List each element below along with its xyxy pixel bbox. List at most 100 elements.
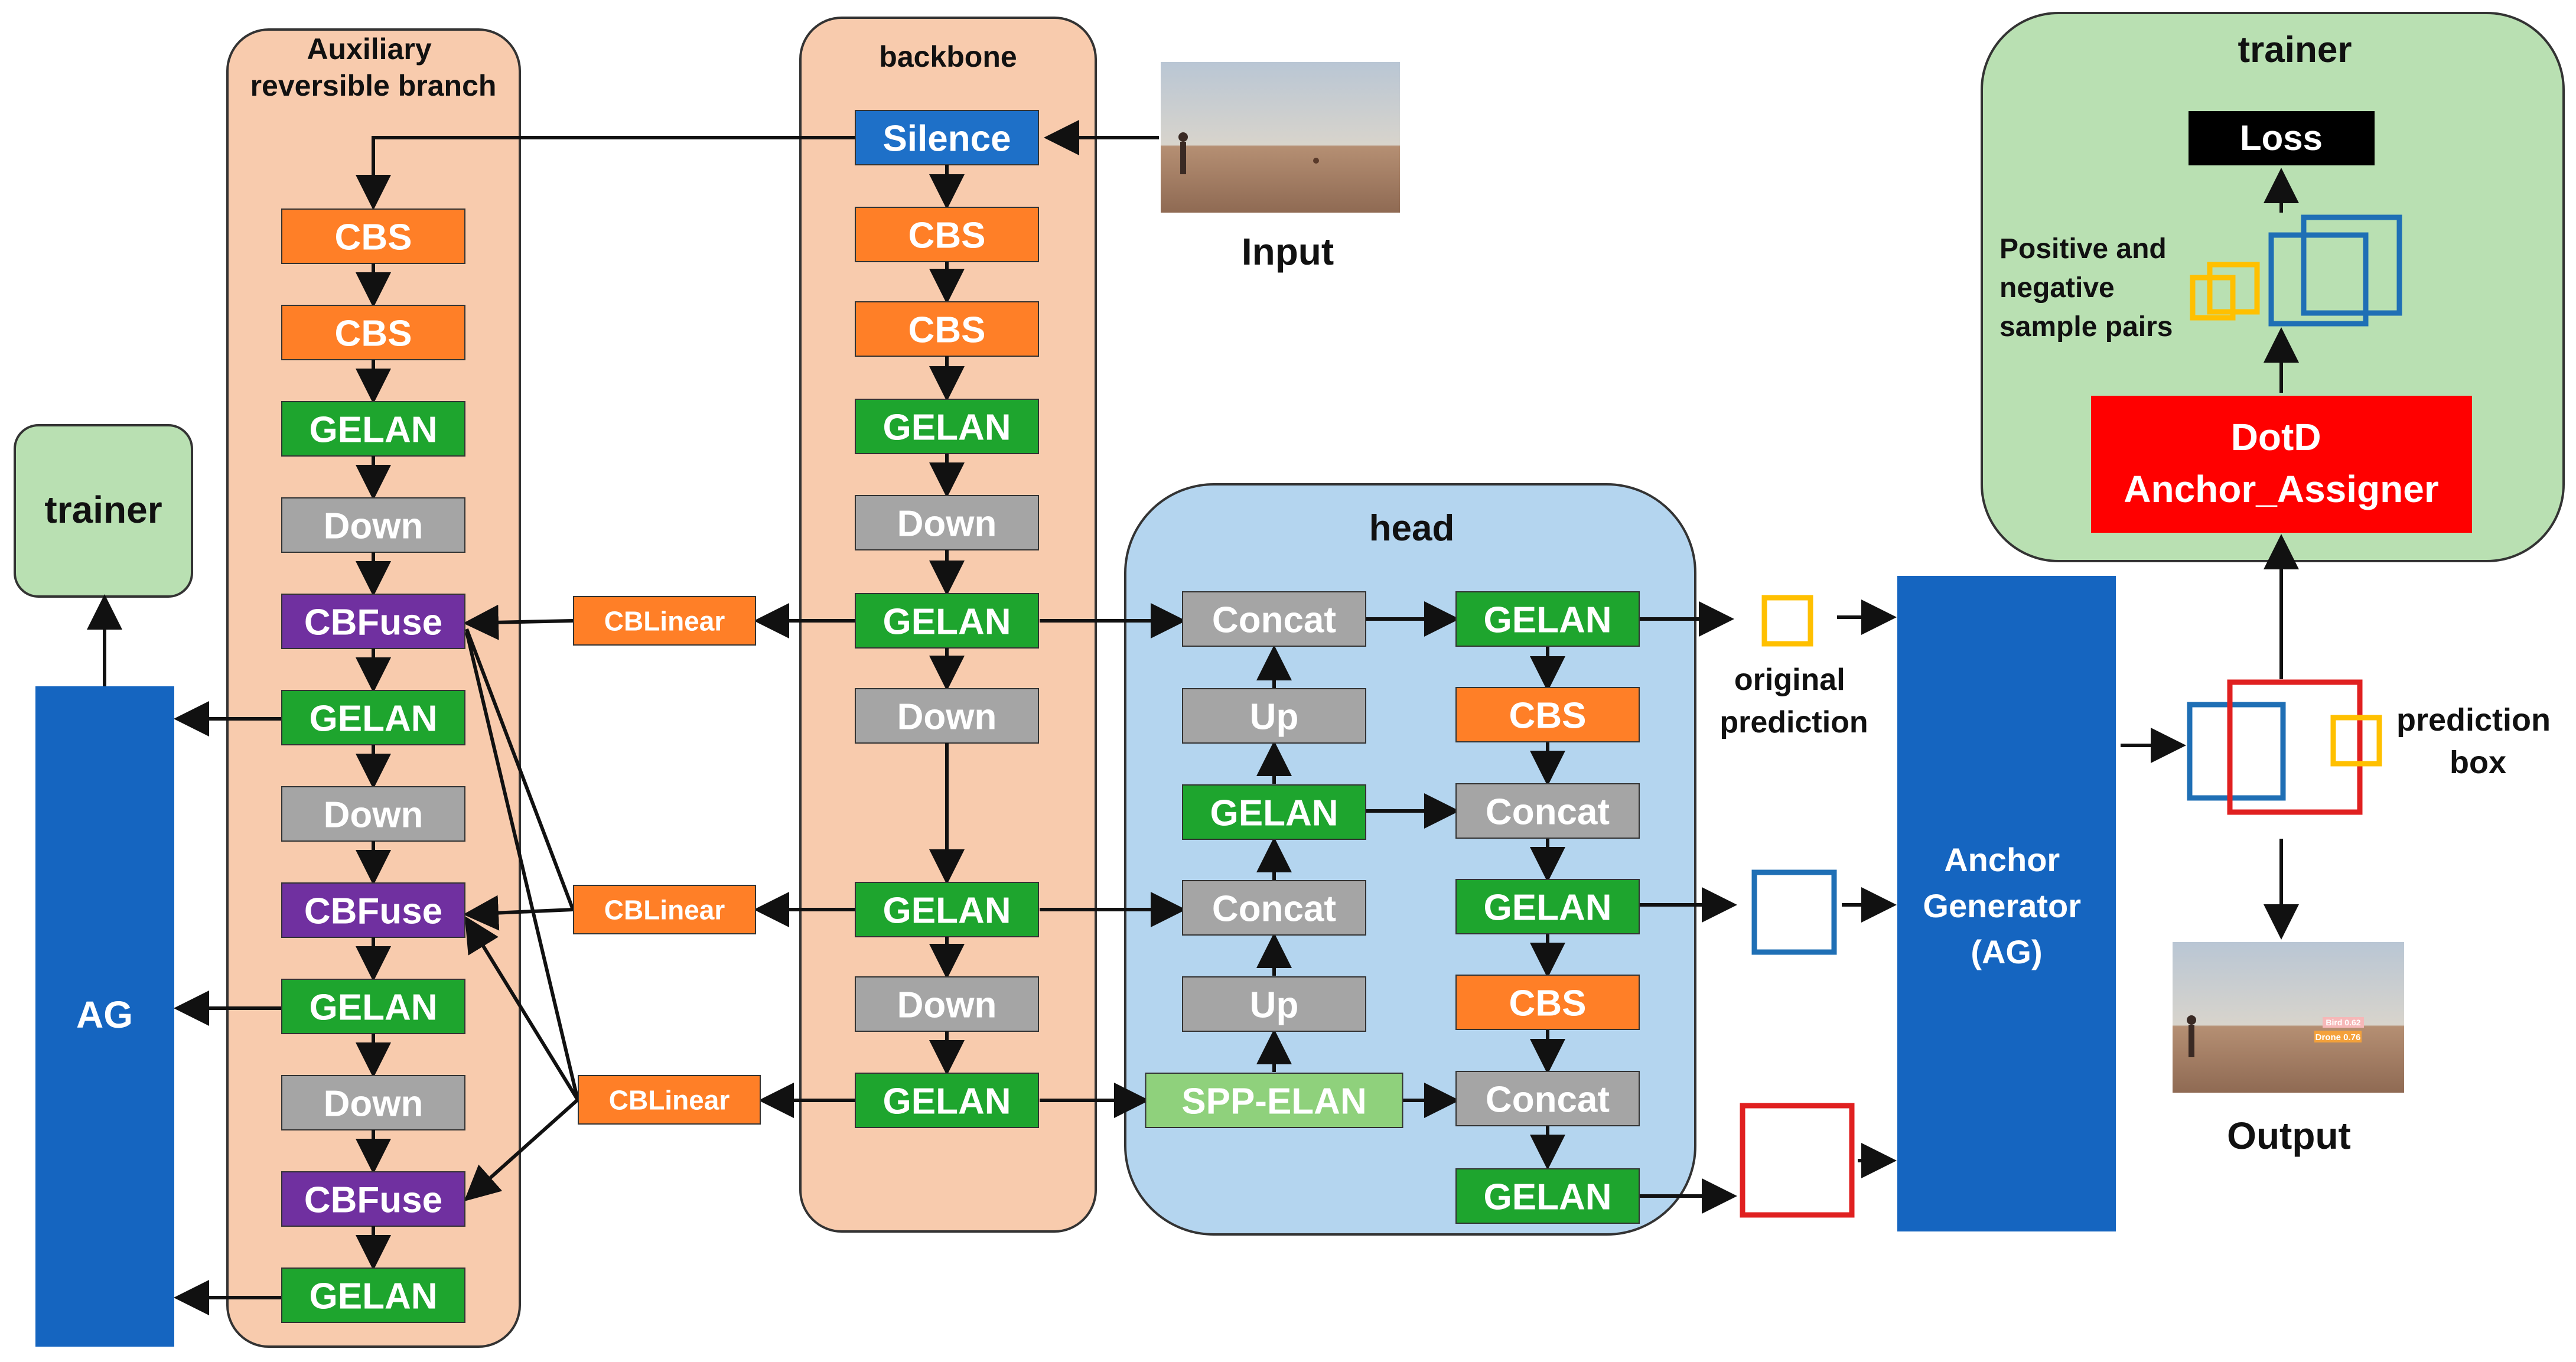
- backbone-block-label-9: GELAN: [883, 1081, 1011, 1122]
- head-left-block-label-3: Concat: [1212, 888, 1336, 929]
- aux-block-label-0: CBS: [335, 217, 412, 258]
- aux-block-label-9: Down: [324, 1083, 424, 1124]
- cblinear-cblinear-block-0: CBLinear: [573, 596, 756, 646]
- aux-down-block-6: Down: [281, 786, 465, 842]
- head-right-block-rect-5: [1455, 1071, 1640, 1126]
- head-right-gelan-block-0: GELAN: [1455, 591, 1640, 647]
- backbone-down-block-8: Down: [855, 976, 1039, 1032]
- aux-block-rect-7: [281, 882, 465, 938]
- head-left-block-rect-4: [1182, 976, 1366, 1032]
- cblinear-block-rect-2: [578, 1075, 761, 1125]
- head-left-concat-block-3: Concat: [1182, 880, 1366, 936]
- output-detection-1: Bird 0.62: [2326, 1018, 2360, 1027]
- aux-gelan-block-2: GELAN: [281, 401, 465, 457]
- head-right-cbs-block-1: CBS: [1455, 687, 1640, 742]
- head-left-block-label-2: GELAN: [1210, 793, 1339, 833]
- backbone-block-rect-4: [855, 495, 1039, 550]
- aux-block-rect-8: [281, 979, 465, 1034]
- aux-block-rect-5: [281, 690, 465, 745]
- anchor-generator-label: Anchor Generator (AG): [1923, 841, 2090, 970]
- ag-left-label: AG: [76, 993, 133, 1036]
- aux-block-label-6: Down: [324, 794, 424, 835]
- output-detection-2: Drone 0.76: [2316, 1032, 2361, 1042]
- backbone-block-rect-7: [855, 882, 1039, 937]
- aux-branch-title: Auxiliary reversible branch: [250, 32, 497, 102]
- head-left-up-block-1: Up: [1182, 688, 1366, 744]
- backbone-cbs-block-1: CBS: [855, 207, 1039, 262]
- backbone-gelan-block-7: GELAN: [855, 882, 1039, 937]
- input-image: [1161, 62, 1400, 213]
- aux-block-rect-10: [281, 1171, 465, 1227]
- pair-yellow-front: [2190, 275, 2236, 321]
- backbone-block-rect-1: [855, 207, 1039, 262]
- input-label: Input: [1242, 230, 1334, 273]
- aux-gelan-block-8: GELAN: [281, 979, 465, 1034]
- head-right-concat-block-2: Concat: [1455, 783, 1640, 839]
- head-right-block-rect-0: [1455, 591, 1640, 647]
- aux-branch-blocks: CBSCBSGELANDownCBFuseGELANDownCBFuseGELA…: [281, 208, 465, 1323]
- aux-block-label-4: CBFuse: [304, 602, 442, 643]
- head-left-concat-block-0: Concat: [1182, 591, 1366, 647]
- backbone-block-label-0: Silence: [882, 118, 1011, 159]
- pred-box-yellow: [2330, 715, 2382, 767]
- backbone-block-label-7: GELAN: [883, 890, 1011, 931]
- aux-cbs-block-0: CBS: [281, 208, 465, 264]
- backbone-blocks: SilenceCBSCBSGELANDownGELANDownGELANDown…: [855, 110, 1039, 1128]
- backbone-block-rect-0: [855, 110, 1039, 165]
- pred-square-red: [1740, 1103, 1855, 1218]
- aux-gelan-block-5: GELAN: [281, 690, 465, 745]
- backbone-block-label-2: CBS: [908, 309, 986, 350]
- aux-block-label-1: CBS: [335, 313, 412, 354]
- aux-block-label-10: CBFuse: [304, 1179, 442, 1220]
- head-left-block-rect-2: [1182, 784, 1366, 840]
- aux-gelan-block-11: GELAN: [281, 1267, 465, 1323]
- backbone-block-label-4: Down: [897, 503, 997, 544]
- original-prediction-label: original prediction: [1719, 663, 1868, 739]
- backbone-block-rect-8: [855, 976, 1039, 1032]
- head-title: head: [1369, 508, 1455, 549]
- pair-blue-front: [2268, 232, 2369, 327]
- head-right-block-label-0: GELAN: [1484, 599, 1612, 640]
- aux-down-block-3: Down: [281, 497, 465, 553]
- cblinear-block-label-2: CBLinear: [609, 1085, 730, 1116]
- pred-square-yellow: [1761, 595, 1813, 647]
- head-right-block-label-1: CBS: [1509, 695, 1587, 736]
- aux-block-label-7: CBFuse: [304, 891, 442, 931]
- dotd-assigner-block: [2091, 396, 2472, 533]
- aux-block-label-2: GELAN: [310, 409, 438, 450]
- backbone-down-block-6: Down: [855, 688, 1039, 744]
- cblinear-cblinear-block-1: CBLinear: [573, 885, 756, 934]
- ag-left-block: [35, 686, 174, 1347]
- head-left-block-label-4: Up: [1250, 985, 1299, 1025]
- backbone-down-block-4: Down: [855, 495, 1039, 550]
- loss-label: Loss: [2240, 118, 2323, 158]
- prediction-box-label: prediction box: [2396, 702, 2559, 780]
- aux-block-label-8: GELAN: [310, 987, 438, 1028]
- trainer-box-label: trainer: [44, 488, 162, 531]
- backbone-block-rect-5: [855, 593, 1039, 649]
- cblinear-block-rect-0: [573, 596, 756, 646]
- aux-cbs-block-1: CBS: [281, 305, 465, 360]
- aux-cbfuse-block-10: CBFuse: [281, 1171, 465, 1227]
- head-right-block-rect-6: [1455, 1168, 1640, 1224]
- loss-block: [2189, 111, 2375, 165]
- head-right-block-rect-1: [1455, 687, 1640, 742]
- backbone-block-label-6: Down: [897, 696, 997, 737]
- aux-block-label-11: GELAN: [310, 1276, 438, 1317]
- head-right-gelan-block-6: GELAN: [1455, 1168, 1640, 1224]
- backbone-gelan-block-9: GELAN: [855, 1073, 1039, 1128]
- pred-box-red: [2227, 679, 2363, 815]
- aux-block-rect-2: [281, 401, 465, 457]
- head-right-cbs-block-4: CBS: [1455, 975, 1640, 1030]
- head-left-gelan-block-2: GELAN: [1182, 784, 1366, 840]
- trainer-panel-title: trainer: [2238, 30, 2352, 70]
- aux-cbfuse-block-4: CBFuse: [281, 594, 465, 649]
- head-right-gelan-block-3: GELAN: [1455, 879, 1640, 934]
- head-right-block-label-5: Concat: [1486, 1079, 1610, 1120]
- head-left-block-label-1: Up: [1250, 696, 1299, 737]
- aux-down-block-9: Down: [281, 1075, 465, 1130]
- head-right-block-label-6: GELAN: [1484, 1177, 1612, 1217]
- head-right-block-label-4: CBS: [1509, 983, 1587, 1024]
